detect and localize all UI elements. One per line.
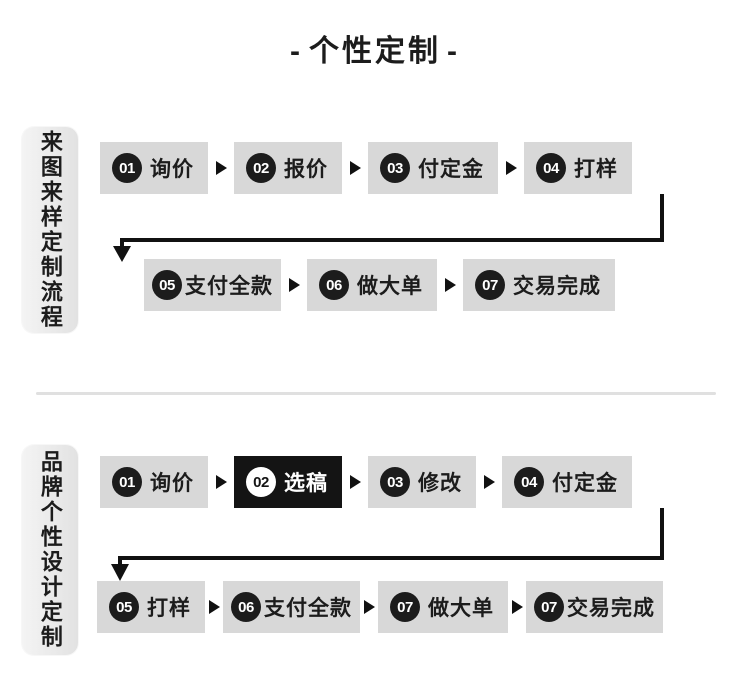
flow-row-bottom: 05 打样 06 支付全款 07 做大单 07 交易完成 (97, 581, 663, 633)
step-number-badge: 05 (152, 270, 182, 300)
step-label: 支付全款 (264, 597, 352, 620)
step-box-04[interactable]: 04 付定金 (502, 456, 632, 508)
arrow-right-icon (483, 475, 495, 489)
arrow-right-icon (288, 278, 300, 292)
step-label: 询价 (150, 472, 194, 495)
step-box-06[interactable]: 06 支付全款 (223, 581, 360, 633)
flow-section-image-sample: 来图来样定制流程 01 询价 02 报价 03 付定金 04 打样 (0, 118, 750, 343)
step-number-badge: 01 (112, 153, 142, 183)
step-box-02-selected[interactable]: 02 选稿 (234, 456, 342, 508)
step-label: 修改 (418, 472, 462, 495)
title-text: 个性定制 (309, 35, 441, 68)
step-number-badge: 06 (319, 270, 349, 300)
step-label: 选稿 (284, 472, 328, 495)
section-side-label-image-sample: 来图来样定制流程 (22, 127, 78, 333)
arrow-right-icon (215, 475, 227, 489)
step-number-badge: 03 (380, 153, 410, 183)
step-box-05[interactable]: 05 打样 (97, 581, 205, 633)
arrow-separator (208, 161, 234, 175)
arrow-right-icon (349, 161, 361, 175)
arrow-separator (205, 600, 223, 614)
step-box-07[interactable]: 07 交易完成 (463, 259, 615, 311)
step-label: 交易完成 (513, 275, 601, 298)
arrow-right-icon (208, 600, 220, 614)
step-number-badge: 03 (380, 467, 410, 497)
arrow-separator (476, 475, 502, 489)
arrow-separator (508, 600, 526, 614)
step-label: 做大单 (357, 275, 423, 298)
arrow-right-icon (215, 161, 227, 175)
row-connector-elbow (113, 194, 664, 262)
arrow-separator (208, 475, 234, 489)
section-side-label-brand-design: 品牌个性设计定制 (22, 445, 78, 655)
step-number-badge: 02 (246, 467, 276, 497)
step-number-badge: 02 (246, 153, 276, 183)
title-left-dash: - (290, 35, 303, 68)
title-right-dash: - (447, 35, 460, 68)
step-box-03[interactable]: 03 修改 (368, 456, 476, 508)
arrow-separator (437, 278, 463, 292)
step-number-badge: 01 (112, 467, 142, 497)
step-number-badge: 04 (536, 153, 566, 183)
flow-section-brand-design: 品牌个性设计定制 01 询价 02 选稿 03 修改 04 付定金 (0, 436, 750, 666)
side-label-text: 品牌个性设计定制 (37, 450, 63, 650)
step-box-03[interactable]: 03 付定金 (368, 142, 498, 194)
arrow-right-icon (444, 278, 456, 292)
step-box-04[interactable]: 04 打样 (524, 142, 632, 194)
step-number-badge: 07 (390, 592, 420, 622)
step-box-07[interactable]: 07 做大单 (378, 581, 508, 633)
step-number-badge: 07 (475, 270, 505, 300)
flow-row-bottom: 05 支付全款 06 做大单 07 交易完成 (144, 259, 615, 311)
step-number-badge: 06 (231, 592, 261, 622)
step-box-05[interactable]: 05 支付全款 (144, 259, 281, 311)
side-label-text: 来图来样定制流程 (37, 130, 63, 330)
flow-row-top: 01 询价 02 选稿 03 修改 04 付定金 (100, 456, 632, 508)
arrow-right-icon (349, 475, 361, 489)
arrow-separator (342, 475, 368, 489)
step-number-badge: 04 (514, 467, 544, 497)
step-number-badge: 07 (534, 592, 564, 622)
step-box-06[interactable]: 06 做大单 (307, 259, 437, 311)
step-label: 支付全款 (185, 275, 273, 298)
step-label: 付定金 (552, 472, 618, 495)
step-label: 付定金 (418, 158, 484, 181)
page-title: -个性定制- (0, 26, 750, 70)
arrow-separator (498, 161, 524, 175)
step-number-badge: 05 (109, 592, 139, 622)
arrow-right-icon (363, 600, 375, 614)
arrow-separator (342, 161, 368, 175)
step-label: 打样 (147, 597, 191, 620)
step-label: 报价 (284, 158, 328, 181)
arrow-right-icon (505, 161, 517, 175)
section-divider (36, 392, 716, 395)
step-box-02[interactable]: 02 报价 (234, 142, 342, 194)
step-label: 做大单 (428, 597, 494, 620)
arrow-separator (281, 278, 307, 292)
step-box-01[interactable]: 01 询价 (100, 456, 208, 508)
step-box-01[interactable]: 01 询价 (100, 142, 208, 194)
step-box-08[interactable]: 07 交易完成 (526, 581, 663, 633)
arrow-right-icon (511, 600, 523, 614)
row-connector-elbow (111, 508, 664, 581)
arrow-separator (360, 600, 378, 614)
flow-row-top: 01 询价 02 报价 03 付定金 04 打样 (100, 142, 632, 194)
step-label: 询价 (150, 158, 194, 181)
step-label: 交易完成 (567, 597, 655, 620)
step-label: 打样 (574, 158, 618, 181)
